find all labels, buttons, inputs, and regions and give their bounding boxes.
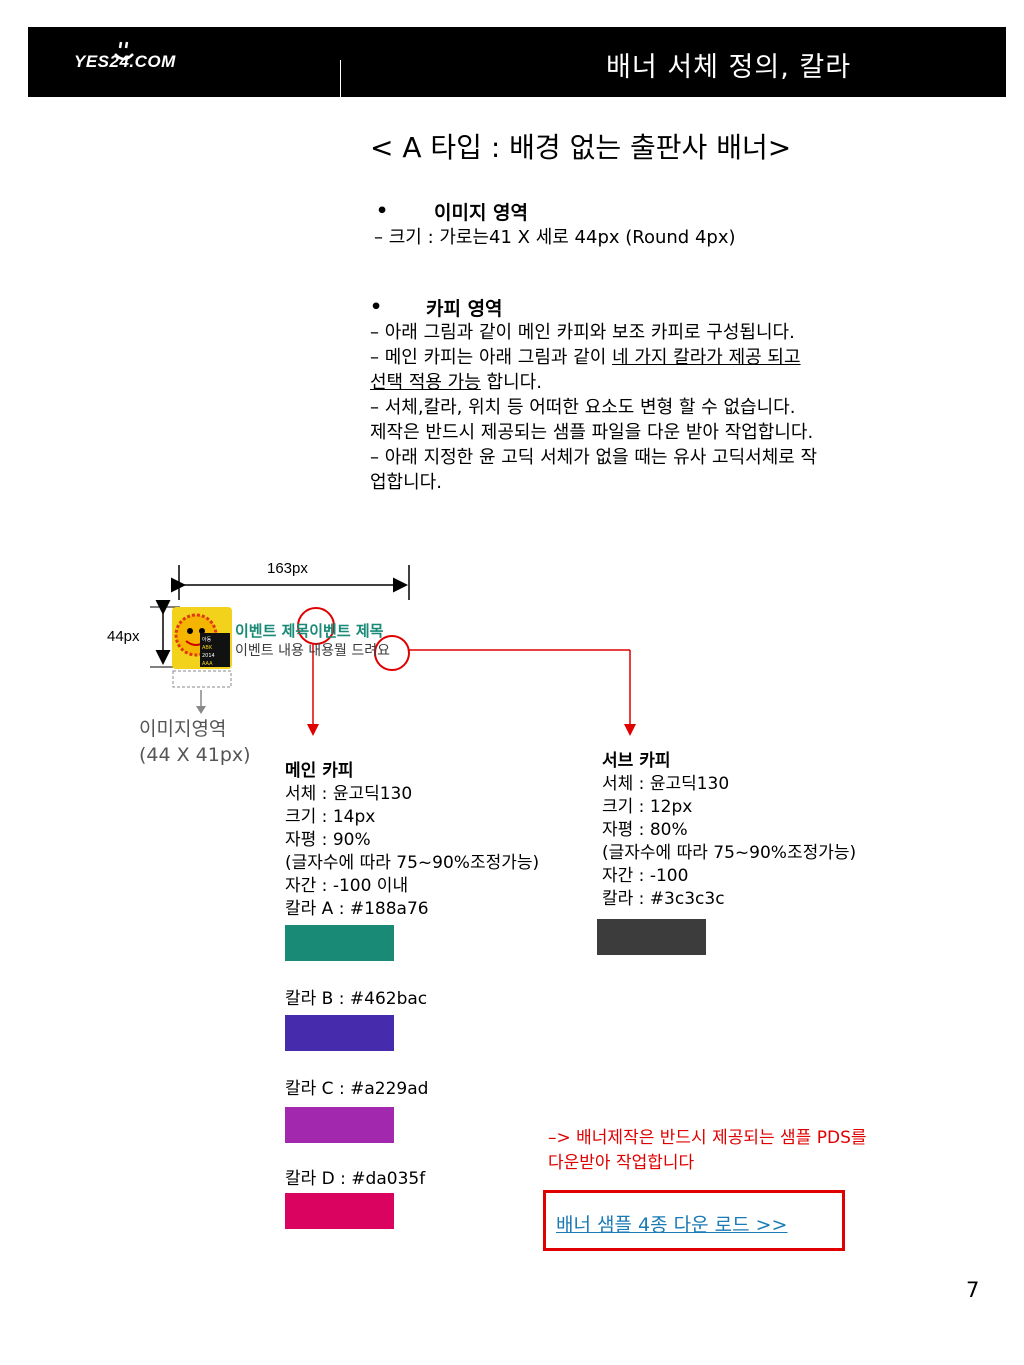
header-bar [28,27,1006,97]
banner-sub-copy: 이벤트 내용 내용뭘 드려요 [235,643,391,659]
download-samples-link[interactable]: 배너 샘플 4종 다운 로드 >> [556,1214,788,1236]
image-area-label-text: 이미지영역 [139,718,227,740]
main-copy-highlight-circle [297,607,335,645]
spec-line: 크기 : 12px [602,797,693,817]
color-a-swatch [285,925,394,961]
copy-line: – 아래 그림과 같이 메인 카피와 보조 카피로 구성됩니다. [370,322,795,343]
copy-area-body: – 아래 그림과 같이 메인 카피와 보조 카피로 구성됩니다. – 메인 카피… [370,320,817,495]
main-copy-spec: 메인 카피 서체 : 윤고딕130 크기 : 14px 자평 : 90% (글자… [285,760,539,921]
image-area-label: 이미지영역 (44 X 41px) [139,716,251,768]
width-label: 163px [267,560,308,577]
spec-line: 서체 : 윤고딕130 [285,784,413,804]
copy-line: 선택 적용 가능 합니다. [370,370,817,395]
spec-line: (글자수에 따라 75~90%조정가능) [602,843,857,863]
spec-line: 자간 : -100 이내 [285,876,409,896]
image-area-size-text: (44 X 41px) [139,744,251,766]
copy-line: – 서체,칼라, 위치 등 어떠한 요소도 변형 할 수 없습니다. [370,397,796,418]
image-area-dashed-box [172,670,232,688]
copy-area-heading: 카피 영역 [426,298,503,320]
sub-color-label: 칼라 : #3c3c3c [602,889,725,909]
bullet-dot: • [370,296,383,318]
color-d-label: 칼라 D : #da035f [285,1169,426,1189]
copy-underlined-text: 선택 적용 가능 [370,372,481,393]
height-label: 44px [107,628,140,645]
image-size-text: – 크기 : 가로는41 X 세로 44px (Round 4px) [374,227,736,248]
color-b-swatch [285,1015,394,1051]
spec-line: 서체 : 윤고딕130 [602,774,730,794]
smile-icon [114,41,134,61]
color-b-label: 칼라 B : #462bac [285,989,428,1009]
svg-text:아동: 아동 [202,636,212,643]
sub-copy-highlight-circle [374,635,410,671]
copy-text: 합니다. [480,372,542,393]
bullet-dot: • [376,200,389,222]
image-area-heading: 이미지 영역 [434,202,529,224]
color-c-label: 칼라 C : #a229ad [285,1079,429,1099]
notice-line: –> 배너제작은 반드시 제공되는 샘플 PDS를 [548,1128,867,1148]
spec-line: 자간 : -100 [602,866,689,886]
banner-main-copy: 이벤트 제목이벤트 제목 [235,622,384,640]
copy-text: – 메인 카피는 아래 그림과 같이 [370,347,613,368]
sub-color-swatch [597,919,706,955]
copy-line: – 아래 지정한 윤 고딕 서체가 없을 때는 유사 고딕서체로 작 [370,447,818,468]
main-copy-heading: 메인 카피 [285,761,354,781]
copy-line: – 메인 카피는 아래 그림과 같이 네 가지 칼라가 제공 되고 [370,345,817,370]
color-d-swatch [285,1193,394,1229]
sub-copy-spec: 서브 카피 서체 : 윤고딕130 크기 : 12px 자평 : 80% (글자… [602,750,856,911]
color-a-label: 칼라 A : #188a76 [285,899,429,919]
page-title: 배너 서체 정의, 칼라 [606,52,852,83]
section-title: < A 타입 : 배경 없는 출판사 배너> [370,131,792,164]
yes24-logo: YES24.COM [74,52,176,71]
copy-line: 제작은 반드시 제공되는 샘플 파일을 다운 받아 작업합니다. [370,422,814,443]
svg-text:2014: 2014 [202,653,215,659]
spec-line: 자평 : 90% [285,830,371,850]
download-box [543,1190,845,1251]
spec-line: 크기 : 14px [285,807,376,827]
svg-text:ABK: ABK [202,645,213,651]
copy-line: 업합니다. [370,472,442,493]
notice-line: 다운받아 작업합니다 [548,1153,695,1173]
spec-line: (글자수에 따라 75~90%조정가능) [285,853,540,873]
spec-line: 자평 : 80% [602,820,688,840]
page-number: 7 [966,1278,980,1302]
sample-notice: –> 배너제작은 반드시 제공되는 샘플 PDS를 다운받아 작업합니다 [548,1126,867,1176]
copy-underlined-text: 네 가지 칼라가 제공 되고 [612,347,801,368]
svg-text:AAA: AAA [202,661,213,667]
banner-thumbnail-image: 아동 ABK 2014 AAA [172,607,232,669]
color-c-swatch [285,1107,394,1143]
sub-copy-heading: 서브 카피 [602,751,671,771]
header-divider [340,60,341,97]
